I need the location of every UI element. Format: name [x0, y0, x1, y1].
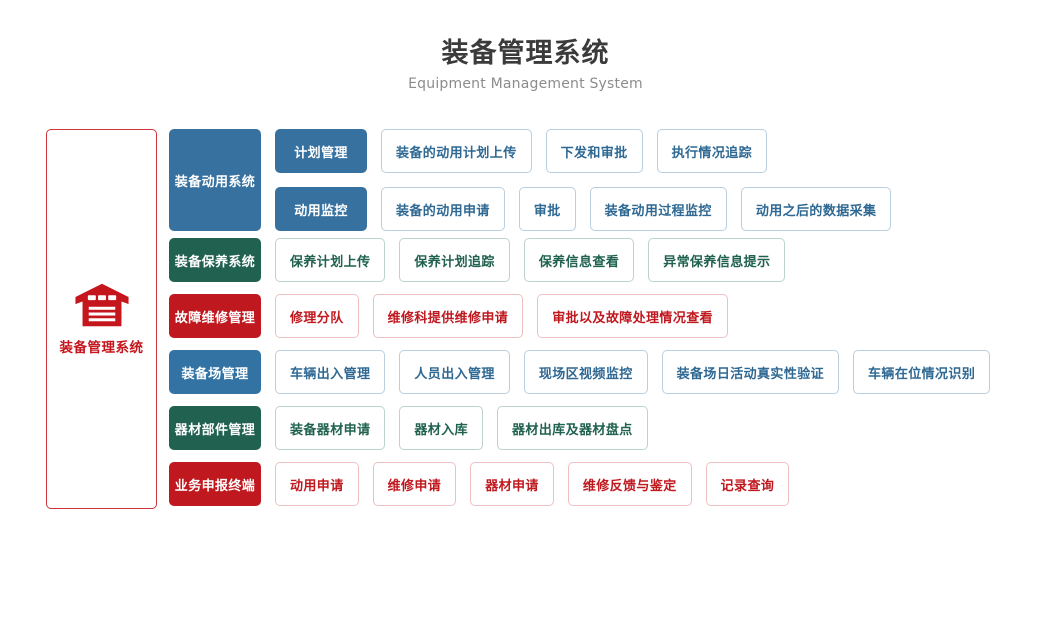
leaf-item[interactable]: 保养计划追踪 — [399, 238, 510, 282]
leaf-line: 装备的动用申请审批装备动用过程监控动用之后的数据采集 — [381, 187, 892, 231]
leaf-item[interactable]: 器材入库 — [399, 406, 484, 450]
system-row: 器材部件管理装备器材申请器材入库器材出库及器材盘点 — [169, 406, 648, 450]
category-block[interactable]: 装备保养系统 — [169, 238, 261, 282]
leaf-line: 装备的动用计划上传下发和审批执行情况追踪 — [381, 129, 768, 173]
leaf-line: 装备器材申请器材入库器材出库及器材盘点 — [275, 406, 648, 450]
page-title: 装备管理系统 — [441, 38, 610, 69]
leaf-item[interactable]: 车辆出入管理 — [275, 350, 386, 394]
leaf-item[interactable]: 修理分队 — [275, 294, 359, 338]
leaf-item[interactable]: 执行情况追踪 — [656, 129, 768, 173]
leaf-item[interactable]: 记录查询 — [705, 462, 790, 506]
leaf-item[interactable]: 现场区视频监控 — [523, 350, 648, 394]
warehouse-icon — [74, 283, 129, 327]
leaf-item[interactable]: 装备的动用申请 — [381, 187, 505, 231]
leaf-item[interactable]: 器材出库及器材盘点 — [497, 406, 648, 450]
subgroup-block[interactable]: 动用监控 — [275, 187, 367, 231]
leaf-item[interactable]: 器材申请 — [470, 462, 554, 506]
system-row: 装备动用系统计划管理动用监控装备的动用计划上传下发和审批执行情况追踪装备的动用申… — [169, 129, 892, 231]
leaf-item[interactable]: 装备场日活动真实性验证 — [661, 350, 840, 394]
leaf-item[interactable]: 动用申请 — [275, 462, 359, 506]
leaf-item[interactable]: 异常保养信息提示 — [648, 238, 786, 282]
category-block[interactable]: 故障维修管理 — [169, 294, 261, 338]
leaf-item[interactable]: 审批 — [518, 187, 576, 231]
category-block[interactable]: 装备动用系统 — [169, 129, 261, 231]
leaf-item[interactable]: 装备器材申请 — [275, 406, 386, 450]
subgroup-block[interactable]: 计划管理 — [275, 129, 367, 173]
page-subtitle: Equipment Management System — [408, 76, 643, 92]
leaf-item[interactable]: 审批以及故障处理情况查看 — [537, 294, 729, 338]
leaf-line: 动用申请维修申请器材申请维修反馈与鉴定记录查询 — [275, 462, 790, 506]
leaf-item[interactable]: 维修申请 — [372, 462, 457, 506]
system-row: 装备保养系统保养计划上传保养计划追踪保养信息查看异常保养信息提示 — [169, 238, 786, 282]
leaf-item[interactable]: 人员出入管理 — [399, 350, 510, 394]
leaf-item[interactable]: 装备动用过程监控 — [589, 187, 727, 231]
root-system-panel[interactable]: 装备管理系统 — [46, 129, 157, 509]
leaf-item[interactable]: 保养计划上传 — [275, 238, 386, 282]
leaf-item[interactable]: 装备的动用计划上传 — [381, 129, 532, 173]
category-block[interactable]: 装备场管理 — [169, 350, 261, 394]
leaf-item[interactable]: 维修科提供维修申请 — [372, 294, 524, 338]
leaf-stack: 装备的动用计划上传下发和审批执行情况追踪装备的动用申请审批装备动用过程监控动用之… — [381, 129, 892, 231]
leaf-line: 修理分队维修科提供维修申请审批以及故障处理情况查看 — [275, 294, 729, 338]
leaf-item[interactable]: 维修反馈与鉴定 — [567, 462, 692, 506]
leaf-line: 车辆出入管理人员出入管理现场区视频监控装备场日活动真实性验证车辆在位情况识别 — [275, 350, 991, 394]
leaf-item[interactable]: 车辆在位情况识别 — [853, 350, 991, 394]
category-block[interactable]: 业务申报终端 — [169, 462, 261, 506]
leaf-item[interactable]: 动用之后的数据采集 — [740, 187, 892, 231]
subgroup-column: 计划管理动用监控 — [275, 129, 367, 231]
system-row: 装备场管理车辆出入管理人员出入管理现场区视频监控装备场日活动真实性验证车辆在位情… — [169, 350, 991, 394]
leaf-line: 保养计划上传保养计划追踪保养信息查看异常保养信息提示 — [275, 238, 786, 282]
system-row: 业务申报终端动用申请维修申请器材申请维修反馈与鉴定记录查询 — [169, 462, 790, 506]
category-block[interactable]: 器材部件管理 — [169, 406, 261, 450]
leaf-item[interactable]: 下发和审批 — [545, 129, 643, 173]
root-system-label: 装备管理系统 — [59, 340, 144, 356]
page-header: 装备管理系统 Equipment Management System — [0, 36, 1051, 92]
system-row: 故障维修管理修理分队维修科提供维修申请审批以及故障处理情况查看 — [169, 294, 729, 338]
leaf-item[interactable]: 保养信息查看 — [523, 238, 635, 282]
